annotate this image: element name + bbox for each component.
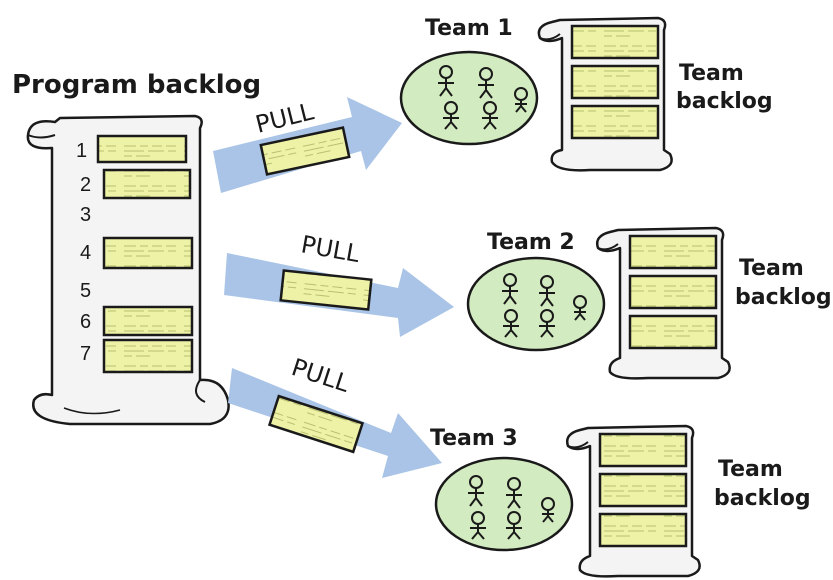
team-3-members <box>468 475 555 540</box>
team-3-circle <box>434 456 574 552</box>
backlog-number-5: 5 <box>80 280 91 302</box>
backlog-number-6: 6 <box>80 311 91 333</box>
team-2-name: Team 2 <box>487 230 575 255</box>
program-backlog-title: Program backlog <box>12 70 261 100</box>
pull-label-2: PULL <box>299 230 362 268</box>
arrow-card-2 <box>279 269 373 311</box>
team-1-members <box>438 65 528 130</box>
team-2-members <box>502 273 587 338</box>
team-1-card-2 <box>570 64 660 100</box>
team-1-name: Team 1 <box>425 16 513 41</box>
backlog-number-2: 2 <box>80 174 91 196</box>
team-2-circle <box>466 256 606 352</box>
team-3-card-3 <box>598 512 688 548</box>
team-1-card-1 <box>570 24 660 60</box>
arrow-card-1 <box>259 126 351 176</box>
program-card-1 <box>96 134 188 164</box>
team-1-backlog-label-line-2: backlog <box>676 89 773 114</box>
team-2-backlog-label-line-2: backlog <box>735 285 832 310</box>
team-1-circle <box>399 50 539 146</box>
backlog-number-3: 3 <box>80 204 91 226</box>
program-card-7 <box>102 338 194 374</box>
program-card-6 <box>102 305 194 337</box>
backlog-number-4: 4 <box>80 242 91 264</box>
backlog-number-7: 7 <box>80 343 91 365</box>
arrow-card-3 <box>267 394 365 454</box>
team-3-backlog-label-line-2: backlog <box>714 486 811 511</box>
team-3-backlog-label-line-1: Team <box>718 457 783 482</box>
team-2-card-3 <box>628 314 718 350</box>
team-2-backlog-label-line-1: Team <box>739 256 804 281</box>
team-2-card-1 <box>628 234 718 270</box>
pull-label-3: PULL <box>288 353 353 398</box>
team-3-card-2 <box>598 472 688 508</box>
team-3-card-1 <box>598 432 688 468</box>
team-3-name: Team 3 <box>430 426 518 451</box>
program-card-2 <box>102 168 192 200</box>
backlog-number-1: 1 <box>76 140 87 162</box>
team-2-card-2 <box>628 274 718 310</box>
team-1-backlog-label-line-1: Team <box>679 61 744 86</box>
team-1-card-3 <box>570 104 660 140</box>
program-card-4 <box>102 236 194 270</box>
